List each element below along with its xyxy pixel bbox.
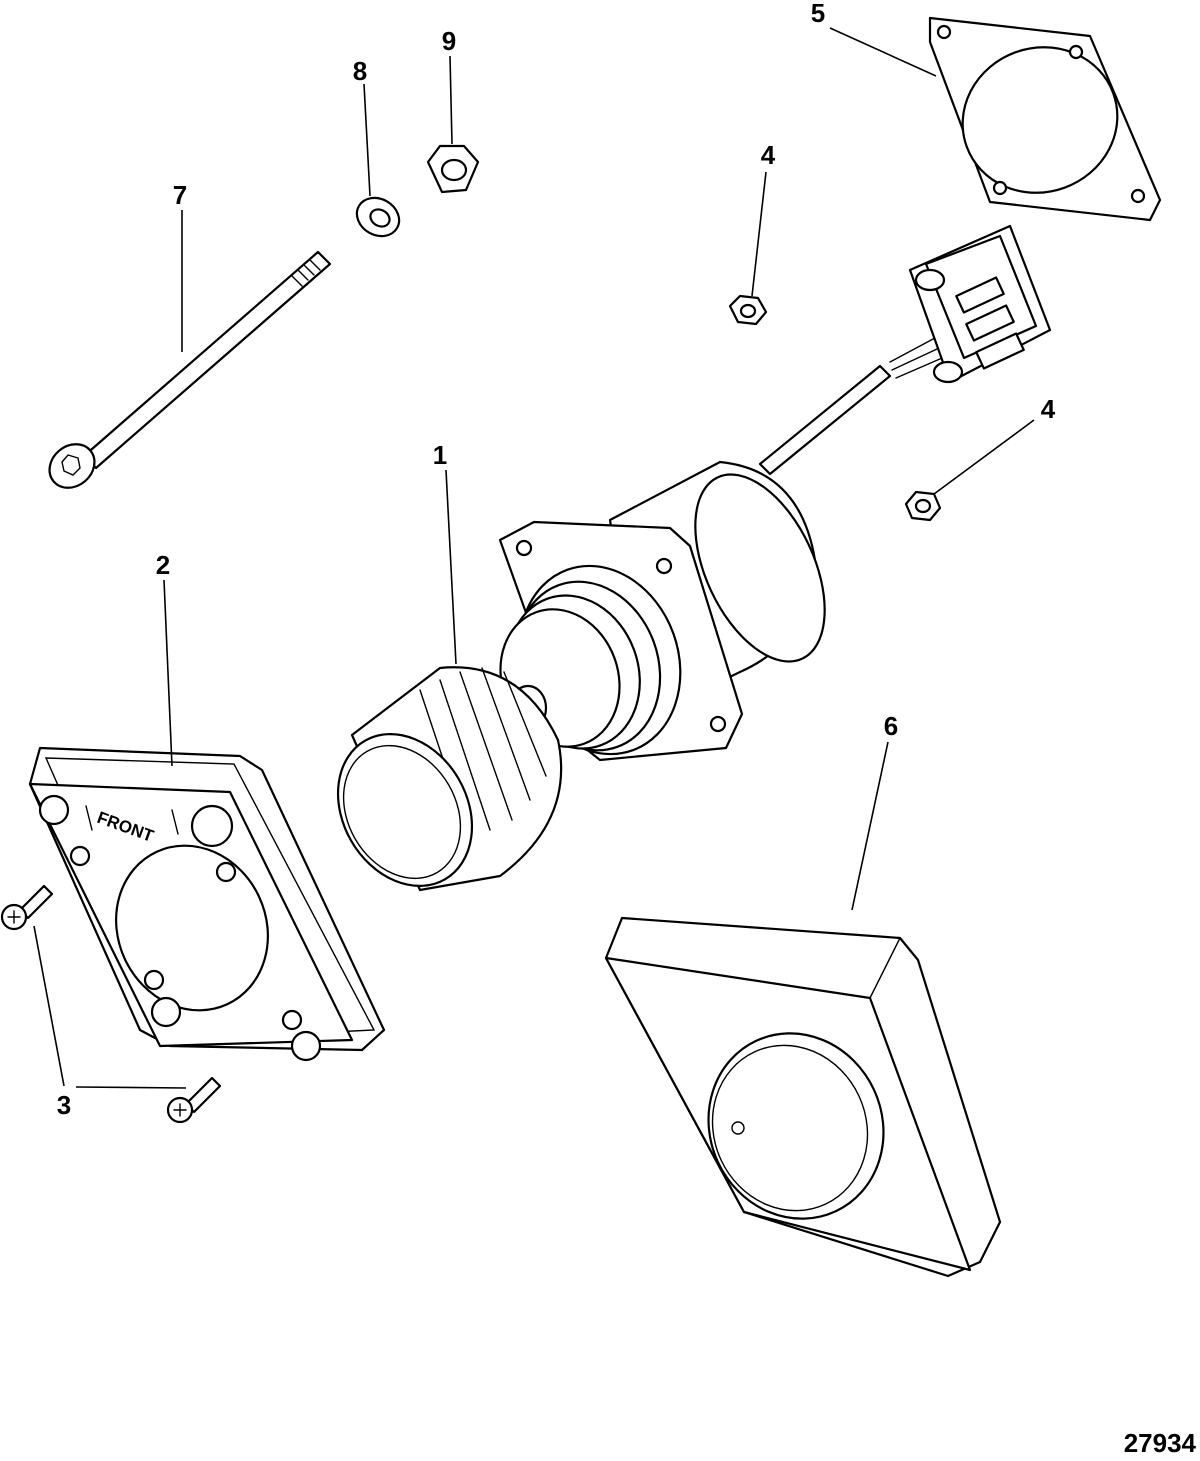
part-2-mounting-plate: FRONT — [28, 746, 386, 1062]
callout-7: 7 — [173, 180, 187, 210]
callout-5: 5 — [811, 0, 825, 28]
part-4-nut-upper — [728, 294, 768, 326]
part-3-screw-right — [166, 1076, 222, 1124]
part-8-washer — [355, 196, 401, 238]
wire-harness-connector — [758, 224, 1052, 476]
leader-lines — [33, 27, 1035, 1089]
part-7-bolt — [48, 250, 332, 489]
figure-number: 27934 — [1124, 1428, 1197, 1458]
part-4-nut-right — [904, 490, 942, 522]
part-3-screw-left — [0, 884, 54, 931]
callout-1: 1 — [433, 440, 447, 470]
part-5-gasket — [928, 16, 1162, 222]
part-6-bezel — [604, 916, 1002, 1278]
callout-6: 6 — [884, 711, 898, 741]
callout-3: 3 — [57, 1090, 71, 1120]
callout-9: 9 — [442, 26, 456, 56]
callout-2: 2 — [156, 550, 170, 580]
part-1-switch-assembly — [336, 460, 826, 892]
callout-4-right: 4 — [1041, 394, 1056, 424]
callout-4-upper: 4 — [761, 140, 776, 170]
part-9-nut — [426, 144, 480, 194]
callout-8: 8 — [353, 56, 367, 86]
